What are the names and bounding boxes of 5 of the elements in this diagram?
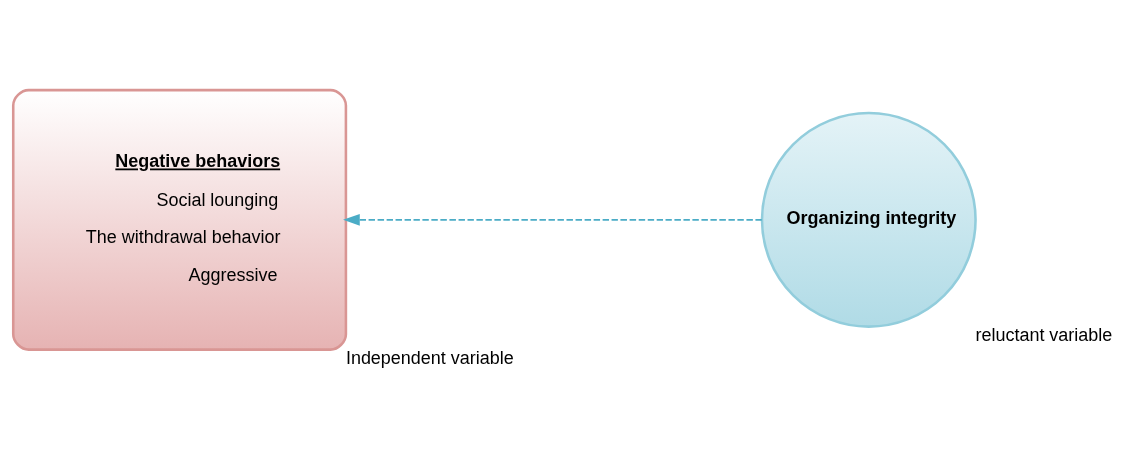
node-circle: Organizing integrity [760, 111, 977, 328]
arrow [343, 214, 763, 226]
node-box: Negative behaviors Social lounging The withdrawal behavior Aggressive [11, 88, 348, 351]
node-label: Independent variable [345, 347, 514, 368]
node-label: reluctant variable [975, 324, 1113, 345]
